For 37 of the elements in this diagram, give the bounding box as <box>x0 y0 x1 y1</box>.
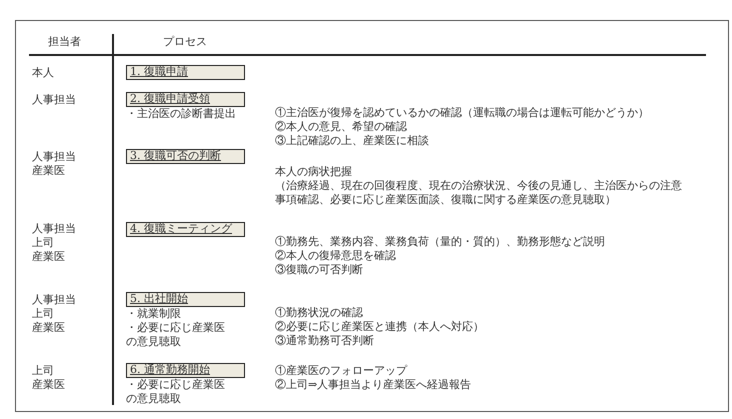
process-box: 1. 復職申請 <box>126 65 245 80</box>
process-box: 3. 復職可否の判断 <box>126 149 245 164</box>
step-description: ②上司⇒人事担当より産業医へ経過報告 <box>275 378 472 392</box>
step-description: ③復職の可否判断 <box>275 263 363 277</box>
step-description: ①勤務先、業務内容、業務負荷（量的・質的）、勤務形態など説明 <box>275 235 605 249</box>
step-description: ③通常勤務可否判断 <box>275 334 374 348</box>
step-description: 本人の病状把握 <box>275 165 352 179</box>
process-box: 4. 復職ミーティング <box>126 222 245 237</box>
process-box: 5. 出社開始 <box>126 292 245 307</box>
step-description: ②本人の意見、希望の確認 <box>275 120 407 134</box>
role-label: 本人 <box>32 66 54 80</box>
role-label: 産業医 <box>32 164 65 178</box>
role-label: 上司 <box>32 364 54 378</box>
step-description: ②必要に応じ産業医と連携（本人へ対応） <box>275 320 484 334</box>
bullet-item: ・必要に応じ産業医の意見聴取 <box>126 378 226 406</box>
role-label: 人事担当 <box>32 222 76 236</box>
bullet-item: ・就業制限 <box>126 307 182 321</box>
column-header: 担当者 <box>48 35 81 49</box>
step-description: （治療経過、現在の回復程度、現在の治療状況、今後の見通し、主治医からの注意事項確認、必要に応じ産業医面談、復職に関する産業医の意見聴取） <box>275 179 683 207</box>
role-label: 上司 <box>32 236 54 250</box>
role-label: 産業医 <box>32 378 65 392</box>
role-label: 上司 <box>32 307 54 321</box>
bullet-item: ・主治医の診断書提出 <box>126 107 236 121</box>
process-box: 6. 通常勤務開始 <box>126 363 245 378</box>
role-label: 人事担当 <box>32 150 76 164</box>
bullet-item: ・必要に応じ産業医の意見聴取 <box>126 321 226 349</box>
step-description: ③上記確認の上、産業医に相談 <box>275 134 429 148</box>
role-label: 人事担当 <box>32 93 76 107</box>
step-description: ①産業医のフォローアップ <box>275 364 407 378</box>
role-label: 産業医 <box>32 250 65 264</box>
process-box: 2. 復職申請受領 <box>126 92 245 107</box>
step-description: ②本人の復帰意思を確認 <box>275 249 396 263</box>
role-label: 産業医 <box>32 321 65 335</box>
step-description: ①主治医が復帰を認めているかの確認（運転職の場合は運転可能かどうか） <box>275 106 649 120</box>
column-header: プロセス <box>163 35 207 49</box>
step-description: ①勤務状況の確認 <box>275 306 363 320</box>
role-label: 人事担当 <box>32 293 76 307</box>
